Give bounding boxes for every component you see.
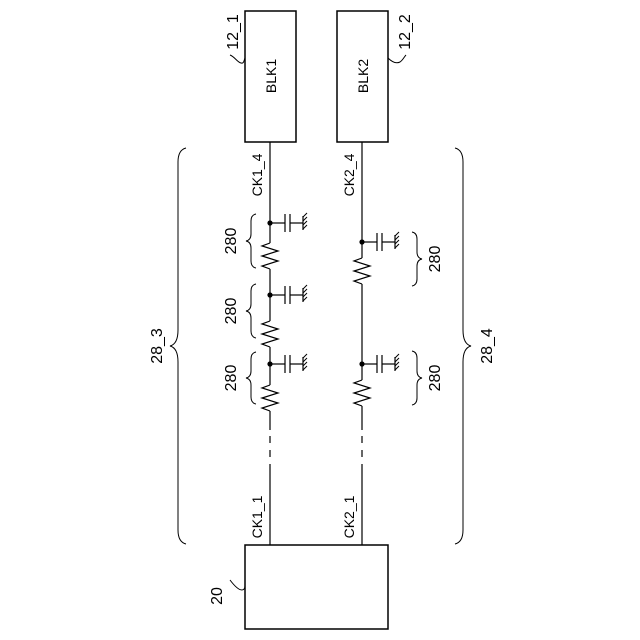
- ref-leader-20: [230, 580, 245, 590]
- wire-label-ck2-end: CK2_4: [341, 153, 357, 196]
- stage-brace-ck1-2: [246, 284, 256, 338]
- capacitor-ck2-2: [359, 354, 399, 373]
- wire-label-ck1-end: CK1_4: [249, 153, 265, 196]
- ref-leader-12-1: [230, 55, 245, 63]
- ref-leader-12-2: [388, 55, 406, 63]
- stage-label-ck2-2: 280: [427, 365, 444, 392]
- stage-brace-ck2-2: [412, 351, 422, 405]
- ref-label-12-2: 12_2: [397, 14, 414, 50]
- capacitor-ck2-1: [359, 232, 399, 251]
- group-label-right: 28_4: [479, 328, 496, 364]
- block-driver: [245, 545, 388, 629]
- block-blk2-label: BLK2: [355, 59, 371, 93]
- wire-ck1: [262, 142, 278, 545]
- wire-ck2: [354, 142, 370, 545]
- wire-label-ck2-start: CK2_1: [341, 495, 357, 538]
- group-brace-right: [455, 148, 471, 544]
- capacitor-ck1-3: [267, 354, 307, 373]
- stage-brace-ck2-1: [412, 232, 422, 286]
- group-label-left: 28_3: [149, 328, 166, 364]
- stage-label-ck2-1: 280: [427, 246, 444, 273]
- wire-label-ck1-start: CK1_1: [249, 495, 265, 538]
- capacitor-ck1-1: [267, 213, 307, 232]
- stage-brace-ck1-1: [246, 214, 256, 268]
- stage-label-ck1-2: 280: [223, 298, 240, 325]
- stage-label-ck1-3: 280: [223, 365, 240, 392]
- stage-brace-ck1-3: [246, 352, 256, 404]
- ref-label-20: 20: [209, 587, 226, 605]
- ref-label-12-1: 12_1: [225, 14, 242, 50]
- capacitor-ck1-2: [267, 285, 307, 304]
- block-blk1-label: BLK1: [263, 59, 279, 93]
- group-brace-left: [170, 148, 186, 544]
- stage-label-ck1-1: 280: [223, 228, 240, 255]
